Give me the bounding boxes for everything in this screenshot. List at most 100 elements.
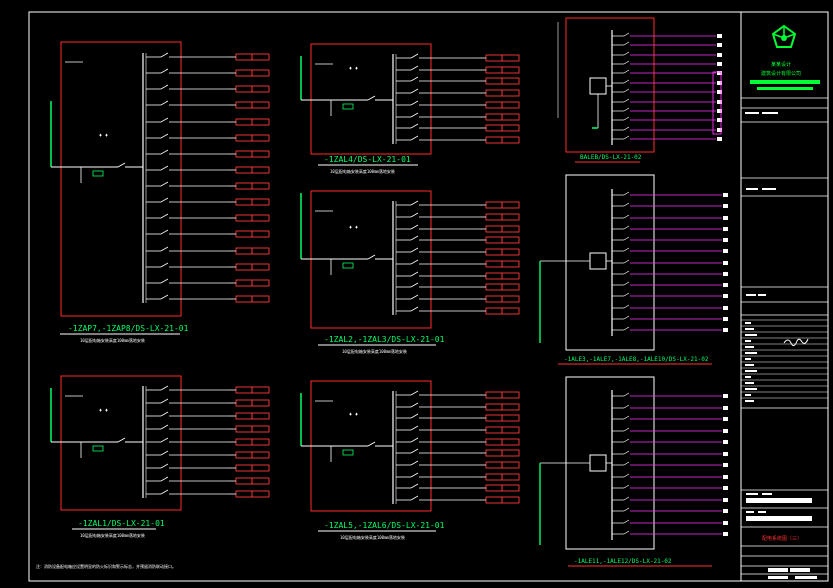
title-block-cell bbox=[745, 346, 754, 348]
lighting-circuit bbox=[612, 473, 728, 479]
cable-tag-box bbox=[485, 414, 503, 422]
lighting-circuit bbox=[612, 507, 728, 513]
breaker-symbol bbox=[160, 246, 169, 252]
lighting-circuit bbox=[612, 88, 722, 94]
breaker-symbol bbox=[410, 282, 419, 288]
load-tag-box bbox=[501, 496, 520, 504]
load-tag-box bbox=[501, 272, 520, 280]
cable-tag-box bbox=[485, 403, 503, 411]
cable-tag-box bbox=[485, 260, 503, 268]
breaker-symbol bbox=[623, 247, 630, 252]
breaker-symbol bbox=[623, 32, 630, 37]
cable-tag-box bbox=[485, 484, 503, 492]
breaker-symbol bbox=[160, 278, 169, 284]
feeder-circuit bbox=[396, 448, 520, 457]
breaker-symbol bbox=[623, 507, 630, 512]
title-block-cell bbox=[745, 352, 757, 354]
breaker-symbol bbox=[623, 450, 630, 455]
breaker-symbol bbox=[410, 483, 419, 489]
circuit-tag bbox=[723, 429, 728, 433]
panel-enclosure bbox=[310, 43, 432, 155]
load-tag-box bbox=[251, 53, 270, 61]
eps-unit bbox=[589, 77, 607, 95]
breaker-symbol bbox=[623, 484, 630, 489]
feeder-circuit bbox=[396, 65, 520, 74]
panel-p4: ♦ ♦ bbox=[50, 375, 270, 511]
feeder-circuit bbox=[396, 460, 520, 469]
spd-symbol: ♦ ♦ bbox=[99, 133, 108, 139]
breaker-symbol bbox=[410, 53, 419, 59]
load-tag-box bbox=[501, 124, 520, 132]
breaker-symbol bbox=[160, 165, 169, 171]
circuit-tag bbox=[723, 509, 728, 513]
load-tag-box bbox=[251, 150, 270, 158]
cable-tag-box bbox=[485, 283, 503, 291]
feeder-circuit bbox=[396, 390, 520, 399]
panel-subtitle-p5: 10层配电箱安装高度100mm落地安装 bbox=[340, 534, 405, 540]
breaker-symbol bbox=[623, 315, 630, 320]
cable-tag-box bbox=[235, 279, 253, 287]
breaker-symbol bbox=[160, 450, 169, 456]
breaker-symbol bbox=[623, 88, 630, 93]
load-tag-box bbox=[501, 426, 520, 434]
cable-tag-box bbox=[235, 85, 253, 93]
load-tag-box bbox=[501, 201, 520, 209]
circuit-tag bbox=[723, 238, 728, 242]
cable-tag-box bbox=[235, 425, 253, 433]
breaker-symbol bbox=[410, 112, 419, 118]
breaker-symbol bbox=[623, 236, 630, 241]
circuit-tag bbox=[723, 440, 728, 444]
circuit-tag bbox=[717, 62, 722, 66]
emergency-lighting-panels bbox=[539, 17, 728, 550]
title-block-cell bbox=[745, 322, 751, 324]
breaker-symbol bbox=[623, 259, 630, 264]
breaker-symbol bbox=[160, 181, 169, 187]
circuit-tag bbox=[723, 261, 728, 265]
breaker-symbol bbox=[410, 460, 419, 466]
breaker-symbol bbox=[160, 213, 169, 219]
breaker-symbol bbox=[410, 65, 419, 71]
load-tag-box bbox=[501, 77, 520, 85]
cable-tag-box bbox=[235, 166, 253, 174]
feeder-circuit bbox=[396, 100, 520, 109]
breaker-symbol bbox=[623, 214, 630, 219]
breaker-symbol bbox=[160, 229, 169, 235]
circuit-tag bbox=[717, 43, 722, 47]
breaker-symbol bbox=[623, 530, 630, 535]
circuit-tag bbox=[723, 463, 728, 467]
feeder-circuit bbox=[146, 294, 270, 303]
panel-enclosure bbox=[565, 174, 655, 351]
lighting-circuit bbox=[612, 496, 728, 502]
company-logo bbox=[771, 24, 797, 48]
circuit-tag bbox=[723, 498, 728, 502]
breaker-symbol bbox=[160, 424, 169, 430]
lighting-panel-r2 bbox=[539, 174, 728, 351]
feeder-circuit bbox=[396, 88, 520, 97]
lighting-circuit bbox=[612, 484, 728, 490]
spd-symbol: ♦ ♦ bbox=[349, 412, 358, 418]
circuit-tag bbox=[717, 34, 722, 38]
load-tag-box bbox=[251, 263, 270, 271]
lighting-circuit bbox=[612, 69, 722, 75]
breaker-symbol bbox=[623, 126, 630, 131]
title-block-cell bbox=[745, 340, 751, 342]
feeder-circuit bbox=[396, 402, 520, 411]
breaker-symbol bbox=[410, 425, 419, 431]
circuit-tag bbox=[717, 100, 722, 104]
load-tag-box bbox=[501, 66, 520, 74]
breaker-symbol bbox=[410, 448, 419, 454]
breaker-symbol bbox=[410, 413, 419, 419]
breaker-symbol bbox=[623, 519, 630, 524]
breaker-symbol bbox=[410, 100, 419, 106]
cable-tag-box bbox=[235, 101, 253, 109]
cable-tag-box bbox=[485, 473, 503, 481]
panel-title-r3: -1ALE11,-1ALE12/DS-LX-21-02 bbox=[574, 558, 672, 565]
load-tag-box bbox=[501, 236, 520, 244]
lighting-panel-r3 bbox=[539, 376, 728, 550]
panel-subtitle-p4: 10层配电箱安装高度100mm落地安装 bbox=[80, 532, 145, 538]
circuit-tag bbox=[723, 417, 728, 421]
lighting-circuit bbox=[612, 392, 728, 398]
panel-title-p4: -1ZAL1/DS-LX-21-01 bbox=[78, 519, 165, 528]
meter-symbol bbox=[342, 262, 354, 269]
load-tag-box bbox=[251, 118, 270, 126]
